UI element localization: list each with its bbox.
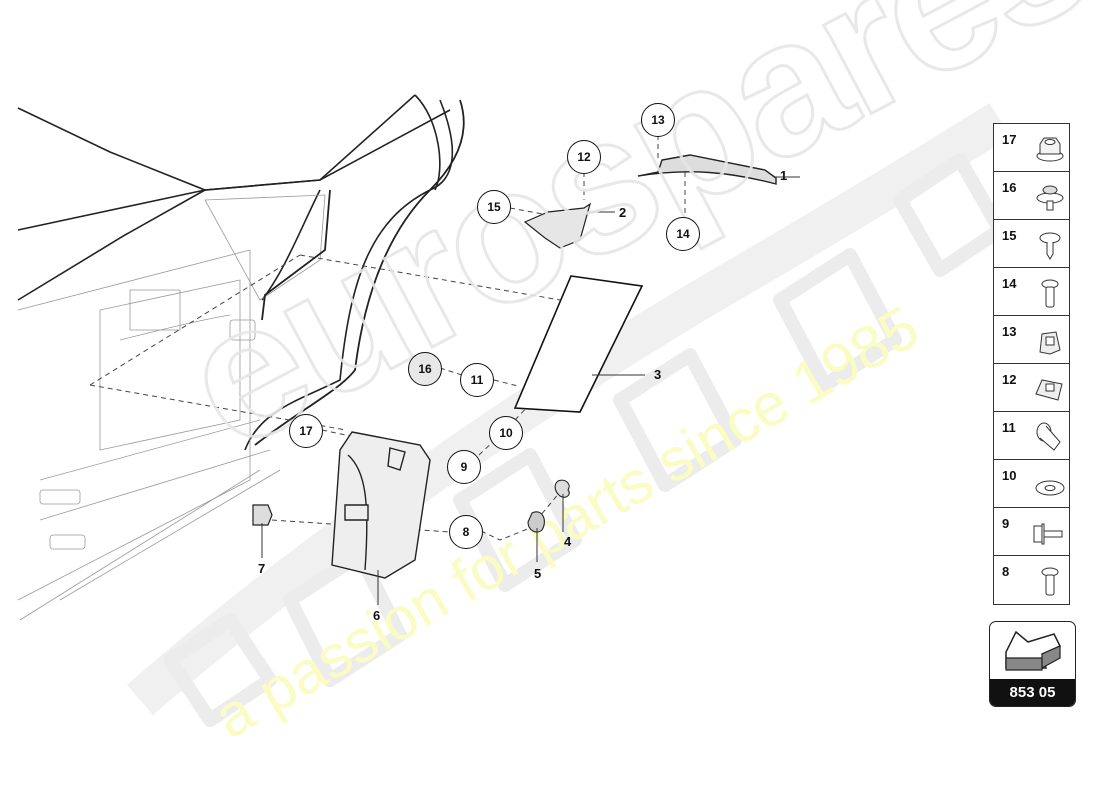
direction-arrow-icon [1005, 630, 1062, 671]
part-label-3: 3 [654, 367, 662, 382]
legend-row-16: 16 [994, 172, 1069, 220]
legend-num: 11 [1002, 420, 1016, 435]
legend-row-15: 15 [994, 220, 1069, 268]
legend-row-12: 12 [994, 364, 1069, 412]
part-4-clip [554, 479, 570, 498]
wheel-arch [254, 99, 465, 446]
pan-head-screw-icon [1039, 232, 1061, 260]
legend-row-14: 14 [994, 268, 1069, 316]
car-body-outline [17, 94, 454, 451]
button-head-screw-icon [1041, 567, 1059, 596]
legend-num: 16 [1002, 180, 1017, 195]
part-1-trim-strip [637, 154, 777, 185]
callout-8: 8 [449, 515, 483, 549]
legend-num: 17 [1002, 132, 1017, 147]
legend-num: 9 [1002, 516, 1010, 531]
callout-9: 9 [447, 450, 481, 484]
legend-row-11: 11 [994, 412, 1069, 460]
callout-15: 15 [477, 190, 511, 224]
callout-17: 17 [289, 414, 323, 448]
part-6-side-trim-panel [331, 431, 431, 579]
part-label-1: 1 [780, 168, 788, 183]
clip-nut-icon [1039, 331, 1061, 355]
callout-14: 14 [666, 217, 700, 251]
callout-10: 10 [489, 416, 523, 450]
legend-row-8: 8 [994, 556, 1069, 604]
part-3-trim-panel [513, 275, 644, 413]
part-label-5: 5 [534, 566, 542, 581]
fastener-legend: 17 16 15 14 13 12 11 10 9 8 [993, 123, 1070, 605]
part-2-trim-bracket [523, 202, 592, 249]
legend-row-17: 17 [994, 124, 1069, 172]
legend-num: 15 [1002, 228, 1017, 243]
part-label-2: 2 [619, 205, 627, 220]
callout-11: 11 [460, 363, 494, 397]
torx-screw-icon [1041, 279, 1059, 308]
rivet-nut-icon [1036, 422, 1061, 451]
callout-12: 12 [567, 140, 601, 174]
part-label-4: 4 [564, 534, 572, 549]
legend-num: 10 [1002, 468, 1017, 483]
part-5-clip [527, 511, 545, 533]
car-frame-detail [17, 194, 326, 621]
watermark-shapes [126, 103, 1011, 727]
legend-num: 12 [1002, 372, 1017, 387]
spring-nut-icon [1035, 379, 1063, 401]
screw-with-washer-icon [1036, 185, 1064, 211]
washer-icon [1035, 480, 1065, 496]
reference-box: 853 05 [989, 621, 1076, 707]
legend-num: 8 [1002, 564, 1010, 579]
legend-row-10: 10 [994, 460, 1069, 508]
legend-num: 14 [1002, 276, 1017, 291]
part-label-7: 7 [258, 561, 266, 576]
hex-flange-bolt-icon [1033, 523, 1063, 545]
callout-16: 16 [408, 352, 442, 386]
legend-num: 13 [1002, 324, 1017, 339]
part-7-cover [252, 504, 273, 526]
callout-13: 13 [641, 103, 675, 137]
legend-row-9: 9 [994, 508, 1069, 556]
solid-leader-lines [261, 176, 800, 605]
flange-nut-icon [1036, 137, 1064, 162]
part-label-6: 6 [373, 608, 381, 623]
legend-row-13: 13 [994, 316, 1069, 364]
reference-code: 853 05 [990, 679, 1075, 706]
